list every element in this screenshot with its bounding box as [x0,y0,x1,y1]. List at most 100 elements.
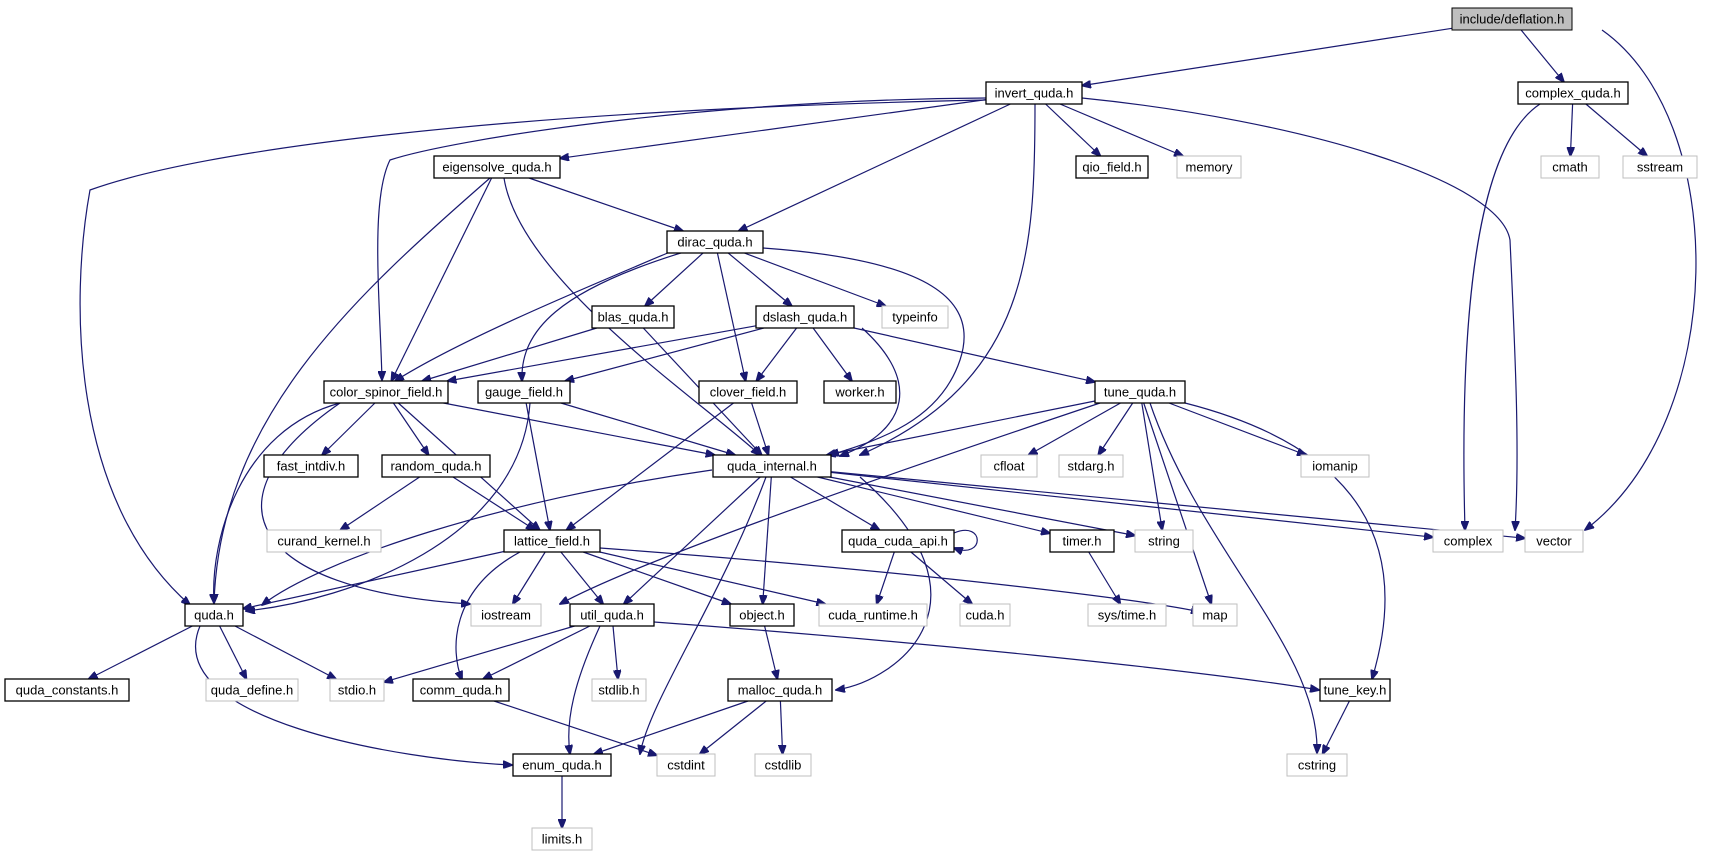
node-cmath: cmath [1540,155,1600,179]
node-label: tune_quda.h [1104,385,1176,400]
node-label: include/deflation.h [1460,12,1565,27]
edge-quda-to-enumq [195,625,512,765]
edge-csf-to-random [392,402,428,455]
node-label: typeinfo [892,310,938,325]
node-gauge[interactable]: gauge_field.h [477,380,571,404]
node-internal[interactable]: quda_internal.h [712,454,832,478]
node-label: quda_define.h [211,683,293,698]
node-label: timer.h [1062,534,1101,549]
edge-dirac-to-internal [762,247,965,455]
node-stdio: stdio.h [329,678,385,702]
edge-dirac-to-clover [716,252,745,381]
edge-invert-to-eigensolve [560,99,987,159]
node-tunekey[interactable]: tune_key.h [1319,678,1391,702]
node-box [656,753,716,777]
node-complexq[interactable]: complex_quda.h [1517,81,1629,105]
node-blas[interactable]: blas_quda.h [591,305,675,329]
edge-dslash-to-internal [840,327,901,456]
node-stdarg: stdarg.h [1058,454,1124,478]
node-label: object.h [739,608,785,623]
edge-cudaapi-to-cudaapi [954,529,978,550]
edge-csf-to-internal [443,402,714,455]
node-fastint[interactable]: fast_intdiv.h [263,454,359,478]
node-label: color_spinor_field.h [330,385,443,400]
node-deflation[interactable]: include/deflation.h [1451,7,1573,31]
node-box [881,305,949,329]
node-invert[interactable]: invert_quda.h [985,81,1083,105]
node-enumq[interactable]: enum_quda.h [512,753,612,777]
edge-malloc-to-enumq [594,700,749,754]
node-box [205,678,299,702]
node-label: malloc_quda.h [738,683,823,698]
node-random[interactable]: random_quda.h [381,454,491,478]
edge-util-to-stdio [384,625,575,682]
node-label: cuda_runtime.h [828,608,918,623]
dependency-edges [79,27,1697,828]
edge-tune-to-iostream [560,402,1101,604]
edge-dirac-to-typeinfo [744,252,885,306]
edge-deflation-to-complexq [1520,29,1564,82]
edge-util-to-stdlib [612,625,618,679]
edge-internal-to-quda [262,469,713,605]
node-tune[interactable]: tune_quda.h [1094,380,1186,404]
node-eigensolve[interactable]: eigensolve_quda.h [433,155,561,179]
node-label: qio_field.h [1082,160,1141,175]
node-qio[interactable]: qio_field.h [1075,155,1149,179]
edge-object-to-malloc [764,625,778,679]
node-comm[interactable]: comm_quda.h [412,678,510,702]
node-label: dirac_quda.h [677,235,752,250]
node-vector: vector [1524,529,1584,553]
node-dirac[interactable]: dirac_quda.h [666,230,764,254]
node-systime: sys/time.h [1087,603,1167,627]
edge-complexq-to-sstream [1585,103,1647,156]
node-box [985,81,1083,105]
node-box [729,603,795,627]
edge-dirac-to-csf [395,251,671,381]
node-box [1524,529,1584,553]
edge-dirac-to-dslash [727,252,792,306]
edge-invert-to-dirac [739,103,1011,231]
node-typeinfo: typeinfo [881,305,949,329]
node-dslash[interactable]: dslash_quda.h [755,305,855,329]
node-box [503,529,601,553]
node-cudaapi[interactable]: quda_cuda_api.h [841,529,955,553]
node-label: complex_quda.h [1525,86,1620,101]
node-box [1134,529,1194,553]
node-cstdint: cstdint [656,753,716,777]
edge-timer-to-systime [1088,551,1121,604]
edge-internal-to-complex [830,471,1433,537]
edge-dslash-to-csf [448,325,757,381]
edge-clover-to-internal [751,402,769,455]
node-worker[interactable]: worker.h [823,380,897,404]
edge-gauge-to-quda [246,402,531,611]
node-qconst[interactable]: quda_constants.h [4,678,130,702]
node-label: cuda.h [965,608,1004,623]
node-timer[interactable]: timer.h [1049,529,1115,553]
edge-dslash-to-clover [756,327,798,381]
node-label: iomanip [1312,459,1358,474]
edge-internal-to-enumq [640,476,767,754]
edge-lattice-to-map [599,547,1200,612]
node-lattice[interactable]: lattice_field.h [503,529,601,553]
node-clover[interactable]: clover_field.h [698,380,798,404]
node-object[interactable]: object.h [729,603,795,627]
node-label: map [1202,608,1227,623]
node-label: memory [1186,160,1233,175]
node-label: worker.h [834,385,884,400]
node-memory: memory [1176,155,1242,179]
node-malloc[interactable]: malloc_quda.h [727,678,833,702]
node-box [591,305,675,329]
edge-complexq-to-complex [1464,103,1541,530]
edge-util-to-comm [483,625,591,679]
node-complex: complex [1432,529,1504,553]
node-util[interactable]: util_quda.h [569,603,655,627]
edge-malloc-to-cstdint [700,700,767,754]
node-csf[interactable]: color_spinor_field.h [323,380,449,404]
node-quda[interactable]: quda.h [184,603,244,627]
node-label: enum_quda.h [522,758,602,773]
edge-invert-to-internal [860,103,1036,455]
node-label: stdarg.h [1068,459,1115,474]
node-box [512,753,612,777]
node-box [591,678,647,702]
node-label: util_quda.h [580,608,644,623]
